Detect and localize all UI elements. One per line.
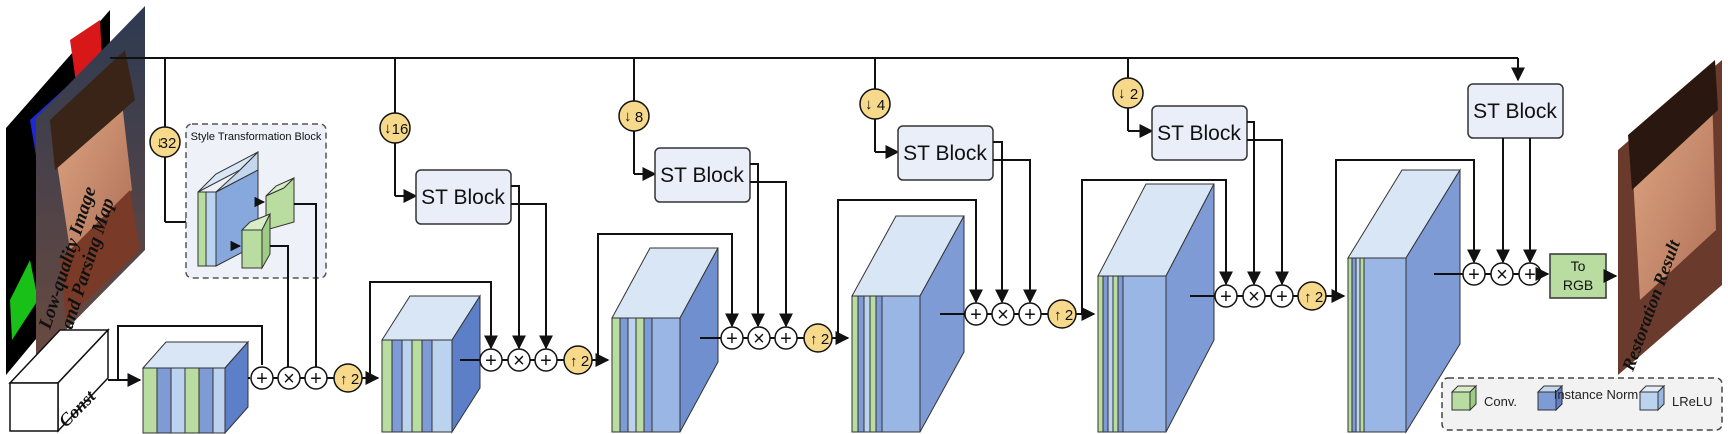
svg-text:+: + [1524, 264, 1536, 286]
svg-text:ST Block: ST Block [1157, 122, 1241, 145]
legend-instance-norm-label: Instance Norm [1554, 387, 1639, 402]
mul-op: × [1490, 262, 1514, 286]
upsample-badge: ↑2 [803, 323, 833, 353]
st-block-5: ST Block [1467, 83, 1564, 139]
feature-stack-4 [851, 215, 965, 433]
downsample-badge-32: 32 ↓ [149, 126, 181, 158]
feature-stack-1 [141, 340, 250, 434]
mul-op: × [1242, 284, 1266, 308]
down-arrow-icon: ↓ [1118, 85, 1126, 102]
downsample-badge-16: 16 ↓ [379, 112, 411, 144]
svg-text:32: 32 [160, 135, 177, 152]
svg-text:2: 2 [1130, 86, 1138, 103]
svg-text:ST Block: ST Block [1473, 100, 1557, 123]
st-block-3: ST Block [897, 125, 994, 181]
downsample-badge-4: 4 ↓ [859, 88, 891, 120]
feature-stack-6 [1347, 168, 1461, 434]
legend: Conv. Instance Norm LReLU [1441, 377, 1723, 431]
mul-op: × [507, 348, 531, 372]
down-arrow-icon: ↓ [384, 120, 392, 137]
down-arrow-icon: ↓ [156, 134, 164, 151]
legend-item-conv: Conv. [1450, 384, 1517, 412]
to-rgb-block: To RGB [1549, 253, 1607, 299]
add-op: + [964, 302, 988, 326]
upsample-badge: ↑2 [1297, 281, 1327, 311]
svg-text:+: + [1024, 304, 1036, 326]
svg-text:2: 2 [1065, 307, 1073, 324]
style-transformation-block-panel: Style Transformation Block [185, 123, 327, 368]
svg-text:+: + [780, 328, 792, 350]
add-op: + [1214, 284, 1238, 308]
feature-stack-2 [381, 294, 481, 434]
up-arrow-icon: ↑ [1054, 307, 1062, 324]
svg-text:+: + [485, 350, 497, 372]
svg-text:ST Block: ST Block [660, 164, 744, 187]
legend-item-instance-norm: Instance Norm [1536, 384, 1639, 412]
feature-stack-3 [611, 247, 719, 433]
svg-text:ST Block: ST Block [903, 142, 987, 165]
low-quality-face-image [36, 6, 145, 360]
add-op: + [250, 366, 274, 390]
svg-text:Conv.: Conv. [1484, 394, 1517, 409]
downsample-badge-2: 2 ↓ [1112, 77, 1144, 109]
svg-text:+: + [726, 328, 738, 350]
svg-text:2: 2 [821, 331, 829, 348]
svg-text:+: + [1220, 286, 1232, 308]
svg-text:4: 4 [877, 97, 885, 114]
st-block-1: ST Block [415, 169, 512, 225]
svg-text:+: + [310, 368, 322, 390]
upsample-badge: ↑2 [333, 363, 363, 393]
svg-text:+: + [1468, 264, 1480, 286]
add-op: + [774, 326, 798, 350]
stb-title: Style Transformation Block [191, 131, 322, 143]
svg-text:+: + [540, 350, 552, 372]
add-op: + [479, 348, 503, 372]
add-op: + [1518, 262, 1542, 286]
add-op: + [720, 326, 744, 350]
svg-text:2: 2 [1315, 289, 1323, 306]
st-block-4: ST Block [1151, 105, 1248, 161]
svg-text:16: 16 [392, 121, 409, 138]
svg-text:8: 8 [635, 109, 643, 126]
add-op: + [534, 348, 558, 372]
downsample-badge-8: 8 ↓ [618, 100, 650, 132]
up-arrow-icon: ↑ [1304, 289, 1312, 306]
svg-text:×: × [753, 328, 765, 350]
svg-text:×: × [1496, 264, 1508, 286]
feature-stack-5 [1097, 183, 1215, 433]
svg-text:×: × [283, 368, 295, 390]
upsample-badge: ↑2 [563, 345, 593, 375]
svg-text:×: × [513, 350, 525, 372]
mul-op: × [747, 326, 771, 350]
add-op: + [1462, 262, 1486, 286]
restoration-result-image [1618, 60, 1722, 375]
up-arrow-icon: ↑ [570, 353, 578, 370]
add-op: + [304, 366, 328, 390]
add-op: + [1018, 302, 1042, 326]
down-arrow-icon: ↓ [865, 96, 873, 113]
svg-text:2: 2 [351, 371, 359, 388]
mul-op: × [991, 302, 1015, 326]
svg-text:To: To [1571, 258, 1586, 274]
svg-text:2: 2 [581, 353, 589, 370]
up-arrow-icon: ↑ [340, 371, 348, 388]
legend-item-lrelu: LReLU [1638, 384, 1712, 412]
add-op: + [1270, 284, 1294, 308]
svg-text:+: + [1276, 286, 1288, 308]
down-arrow-icon: ↓ [624, 108, 632, 125]
st-block-2: ST Block [654, 147, 751, 203]
svg-text:LReLU: LReLU [1672, 394, 1712, 409]
up-arrow-icon: ↑ [810, 331, 818, 348]
svg-text:+: + [970, 304, 982, 326]
svg-text:×: × [997, 304, 1009, 326]
mul-op: × [277, 366, 301, 390]
svg-text:RGB: RGB [1563, 277, 1593, 293]
svg-text:ST Block: ST Block [421, 186, 505, 209]
svg-text:+: + [256, 368, 268, 390]
upsample-badge: ↑2 [1047, 299, 1077, 329]
svg-text:×: × [1248, 286, 1260, 308]
